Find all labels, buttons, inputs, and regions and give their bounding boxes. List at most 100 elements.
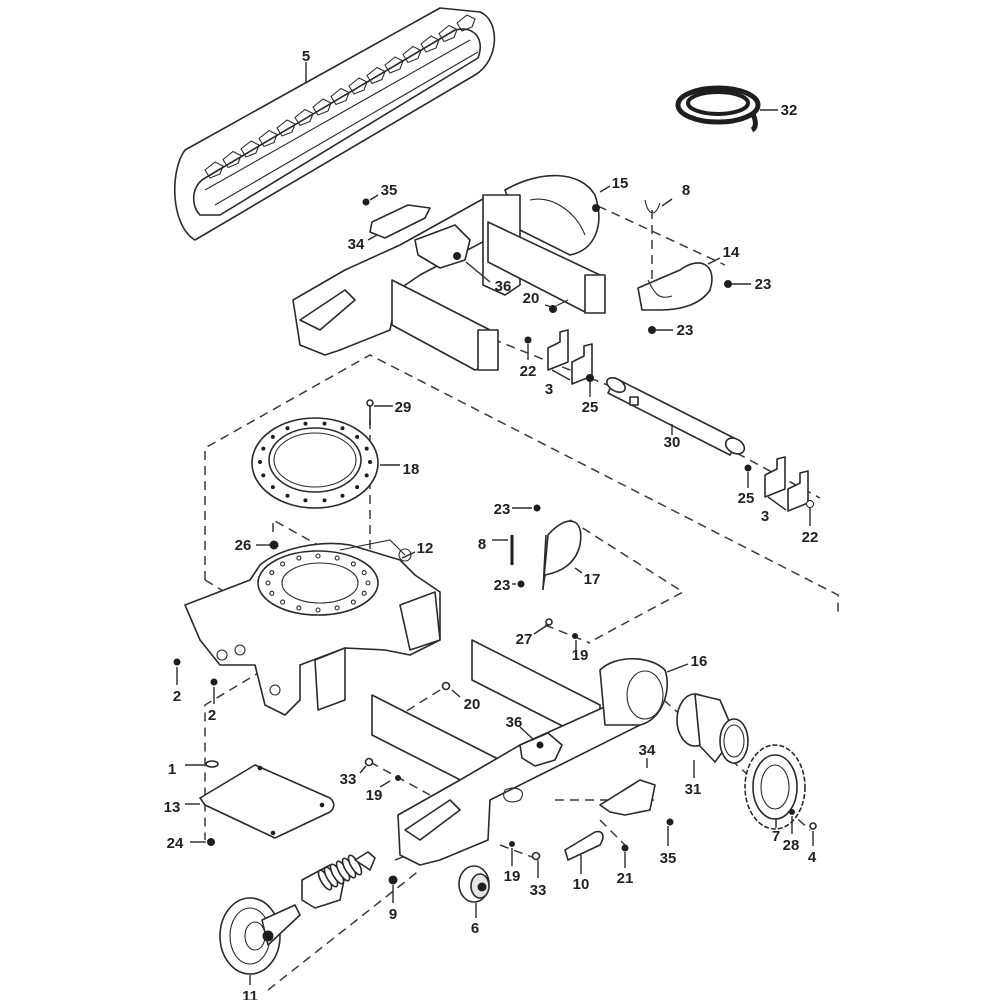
- part-lower-track-frame[interactable]: [371, 639, 669, 866]
- callout-8[interactable]: 8: [661, 182, 690, 207]
- callout-20[interactable]: 20: [523, 290, 553, 308]
- track-tread-pattern: [204, 14, 476, 179]
- callout-33[interactable]: 33: [530, 860, 547, 899]
- callout-35[interactable]: 35: [660, 826, 677, 867]
- part-bolt-33-bottom[interactable]: [531, 851, 541, 861]
- callout-34[interactable]: 34: [639, 742, 656, 768]
- part-cover-plate[interactable]: [564, 830, 629, 861]
- callout-11[interactable]: 11: [242, 975, 258, 1000]
- part-hose-coil[interactable]: [675, 85, 761, 133]
- callout-number: 30: [664, 434, 681, 451]
- part-bolt-27[interactable]: [545, 618, 553, 626]
- callout-35[interactable]: 35: [369, 182, 397, 201]
- part-washer-19-right[interactable]: [572, 633, 578, 639]
- part-bolt-33-left[interactable]: [364, 757, 374, 767]
- callout-36[interactable]: 36: [465, 261, 511, 295]
- part-hose-clip-upper[interactable]: [644, 199, 661, 214]
- callout-leader-line: [533, 625, 547, 635]
- callout-22[interactable]: 22: [802, 508, 819, 546]
- part-swing-bearing[interactable]: [251, 417, 379, 509]
- callout-20[interactable]: 20: [451, 689, 480, 713]
- callout-7[interactable]: 7: [772, 818, 780, 845]
- part-shield-lower[interactable]: [599, 779, 674, 826]
- callout-6[interactable]: 6: [471, 903, 479, 937]
- part-bracket-front[interactable]: [524, 329, 594, 385]
- callout-29[interactable]: 29: [374, 399, 411, 416]
- part-access-plate[interactable]: [199, 764, 335, 839]
- callout-27[interactable]: 27: [516, 625, 547, 648]
- callout-31[interactable]: 31: [685, 760, 702, 798]
- part-bolt-access-plate[interactable]: [207, 838, 215, 846]
- callout-3[interactable]: 3: [761, 496, 787, 525]
- callout-18[interactable]: 18: [380, 461, 419, 478]
- callout-9[interactable]: 9: [389, 885, 397, 923]
- part-nut-tensioner[interactable]: [388, 875, 398, 885]
- callout-30[interactable]: 30: [664, 424, 681, 451]
- callout-8[interactable]: 8: [478, 536, 508, 553]
- part-travel-motor[interactable]: [676, 693, 749, 764]
- callout-3[interactable]: 3: [545, 369, 571, 398]
- part-bolt-lower-frame[interactable]: [441, 681, 451, 691]
- part-upper-track-frame[interactable]: [292, 174, 606, 371]
- callout-23[interactable]: 23: [656, 322, 693, 339]
- part-grease-fitting-lower[interactable]: [210, 678, 218, 686]
- callout-14[interactable]: 14: [707, 244, 740, 265]
- callout-12[interactable]: 12: [401, 540, 433, 559]
- callout-22[interactable]: 22: [520, 344, 537, 380]
- callout-19[interactable]: 19: [504, 848, 521, 885]
- callout-34[interactable]: 34: [348, 234, 378, 253]
- callout-25[interactable]: 25: [738, 472, 755, 507]
- part-washer-28[interactable]: [789, 809, 795, 815]
- callout-25[interactable]: 25: [582, 382, 599, 416]
- bolt-hole: [350, 599, 356, 605]
- callout-17[interactable]: 17: [574, 567, 600, 588]
- part-shield-upper[interactable]: [362, 198, 431, 239]
- part-bearing-bolt[interactable]: [366, 399, 374, 425]
- part-motor-guard-lower[interactable]: [517, 504, 582, 591]
- callout-number: 13: [164, 799, 181, 816]
- tread-lug: [204, 161, 224, 179]
- callout-23[interactable]: 23: [494, 501, 532, 518]
- callout-33[interactable]: 33: [340, 765, 367, 788]
- callout-19[interactable]: 19: [572, 640, 589, 664]
- part-front-idler[interactable]: [219, 897, 301, 975]
- callout-2[interactable]: 2: [208, 687, 216, 724]
- part-washer-19-left[interactable]: [395, 775, 401, 781]
- callout-36[interactable]: 36: [506, 714, 535, 741]
- callout-24[interactable]: 24: [167, 835, 206, 852]
- callout-32[interactable]: 32: [760, 102, 797, 119]
- part-track-roller[interactable]: [458, 865, 490, 903]
- callout-4[interactable]: 4: [808, 831, 817, 866]
- part-tensioner[interactable]: [301, 851, 376, 909]
- callout-23[interactable]: 23: [494, 577, 516, 594]
- callout-15[interactable]: 15: [599, 175, 628, 193]
- callout-1[interactable]: 1: [168, 761, 204, 778]
- callout-5[interactable]: 5: [302, 48, 310, 82]
- part-swing-base[interactable]: [184, 539, 441, 716]
- callout-16[interactable]: 16: [666, 653, 707, 673]
- part-blade-cylinder[interactable]: [604, 375, 747, 457]
- callout-number: 19: [504, 868, 521, 885]
- part-nut-swing-base[interactable]: [269, 540, 279, 550]
- callout-28[interactable]: 28: [783, 816, 800, 854]
- bolt-hole: [270, 485, 275, 490]
- callout-19[interactable]: 19: [366, 780, 391, 804]
- callout-23[interactable]: 23: [732, 276, 771, 293]
- part-drive-sprocket[interactable]: [744, 744, 806, 830]
- tread-lug: [330, 87, 350, 106]
- bolt-hole: [334, 605, 340, 611]
- callout-2[interactable]: 2: [173, 667, 181, 705]
- part-bolt-4[interactable]: [809, 822, 817, 830]
- part-motor-guard-upper[interactable]: [637, 262, 732, 334]
- callout-10[interactable]: 10: [573, 855, 590, 893]
- callout-26[interactable]: 26: [235, 537, 270, 554]
- callout-21[interactable]: 21: [617, 852, 634, 887]
- callout-number: 3: [761, 508, 769, 525]
- part-bracket-rear[interactable]: [744, 456, 814, 512]
- part-bolt-upper-frame[interactable]: [549, 299, 569, 313]
- callout-13[interactable]: 13: [164, 799, 200, 816]
- part-key-pin[interactable]: [205, 760, 219, 768]
- part-washer-19-bottom[interactable]: [509, 841, 515, 847]
- part-rubber-track[interactable]: [173, 7, 496, 241]
- part-grease-fitting-upper[interactable]: [173, 658, 181, 666]
